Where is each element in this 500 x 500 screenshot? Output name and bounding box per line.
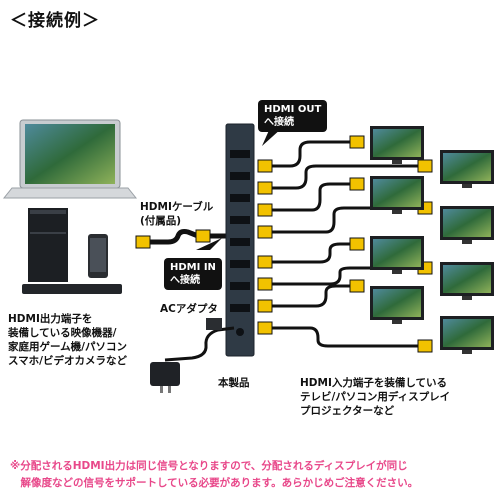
display-monitors — [370, 126, 494, 354]
hdmi-in-callout-tail — [196, 238, 222, 250]
laptop-icon — [2, 119, 138, 199]
video-player-icon — [22, 284, 122, 294]
monitor-icon — [440, 206, 494, 244]
hdmi-cable-label: HDMIケーブル (付属品) — [140, 201, 214, 227]
output-connectors — [257, 159, 273, 335]
monitor-icon — [370, 286, 424, 324]
hdmi-out-callout-tail — [262, 128, 282, 146]
smartphone-icon — [88, 234, 108, 278]
monitor-icon — [370, 126, 424, 164]
game-console-icon — [28, 208, 68, 282]
hdmi-splitter-device — [225, 123, 255, 357]
monitor-icon — [440, 262, 494, 300]
display-devices-label: HDMI入力端子を装備している テレビ/パソコン用ディスプレイ プロジェクターな… — [300, 377, 451, 417]
product-label: 本製品 — [218, 377, 250, 389]
monitor-icon — [370, 176, 424, 214]
hdmi-in-callout: HDMI IN へ接続 — [164, 258, 222, 290]
ac-adapter-icon — [150, 318, 235, 393]
ac-adapter-label: ACアダプタ — [160, 303, 218, 315]
compatibility-note: ※分配されるHDMI出力は同じ信号となりますので、分配されるディスプレイが同じ … — [10, 460, 419, 489]
output-hdmi-cables — [272, 140, 418, 348]
page-title: ＜接続例＞ — [10, 11, 100, 31]
monitor-icon — [440, 150, 494, 188]
monitor-icon — [370, 236, 424, 274]
monitor-icon — [440, 316, 494, 354]
input-hdmi-cable — [135, 229, 230, 249]
source-devices-label: HDMI出力端子を 装備している映像機器/ 家庭用ゲーム機/パソコン スマホ/ビ… — [8, 313, 128, 367]
hdmi-out-callout: HDMI OUT へ接続 — [258, 100, 328, 132]
